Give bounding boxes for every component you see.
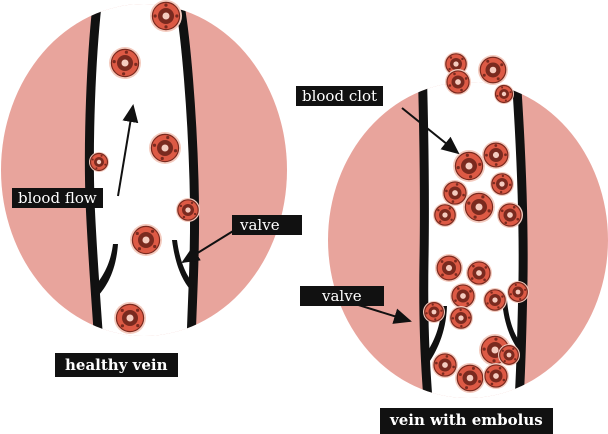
valve-leaflet-right-a — [424, 306, 447, 364]
clot-blood-cell — [432, 352, 458, 378]
clot-blood-cell — [463, 191, 495, 223]
clot-blood-cell — [445, 69, 471, 95]
vein-wall-right-a — [417, 82, 433, 398]
valve-leaflet-left-a — [92, 244, 118, 298]
blood-cell — [89, 152, 109, 172]
valve-leaflet-left-b — [172, 240, 194, 292]
healthy-vein-panel — [1, 4, 287, 336]
clot-blood-cell — [494, 84, 514, 104]
blood-cell — [109, 47, 141, 79]
blood-cell — [150, 0, 182, 32]
vein-lumen-left — [89, 4, 195, 336]
clot-blood-cell — [478, 55, 508, 85]
clot-blood-cell — [442, 180, 468, 206]
blood-flow-arrow — [117, 104, 139, 197]
valve-label-left: valve — [232, 215, 302, 235]
valve-leaflet-right-b — [502, 300, 522, 352]
blood-flow-label: blood flow — [12, 188, 103, 208]
clot-blood-cell — [449, 306, 473, 330]
blood-cell — [149, 132, 181, 164]
clot-blood-cell — [483, 288, 507, 312]
pointer-arrows — [117, 104, 460, 324]
valve-label-right: valve — [300, 286, 384, 306]
blood-cells — [89, 0, 529, 393]
clot-blood-cell — [453, 150, 485, 182]
clot-blood-cell — [455, 363, 485, 393]
blood-clot-arrow — [401, 107, 460, 155]
clot-blood-cell — [423, 301, 445, 323]
clot-blood-cell — [433, 203, 457, 227]
vein-wall-right-b — [510, 82, 528, 398]
blood-clot-label: blood clot — [296, 86, 384, 106]
blood-cell — [130, 224, 162, 256]
clot-blood-cell — [444, 52, 468, 76]
healthy-vein-caption: healthy vein — [55, 353, 178, 377]
blood-cell — [176, 198, 200, 222]
clot-blood-cell — [498, 344, 520, 366]
blood-cell — [114, 302, 146, 334]
clot-blood-cell — [450, 283, 476, 309]
embolus-vein-panel — [328, 82, 608, 398]
clot-blood-cell — [497, 202, 523, 228]
clot-blood-cell — [490, 172, 514, 196]
clot-blood-cell — [435, 254, 463, 282]
clot-blood-cell — [507, 281, 529, 303]
clot-blood-cell — [483, 363, 509, 389]
valve-right-arrow — [351, 302, 412, 324]
embolus-vein-caption: vein with embolus — [380, 408, 553, 434]
vein-wall-left-b — [175, 4, 200, 336]
clot-blood-cell — [482, 141, 510, 169]
valve-left-arrow — [181, 227, 239, 264]
clot-blood-cell — [466, 260, 492, 286]
